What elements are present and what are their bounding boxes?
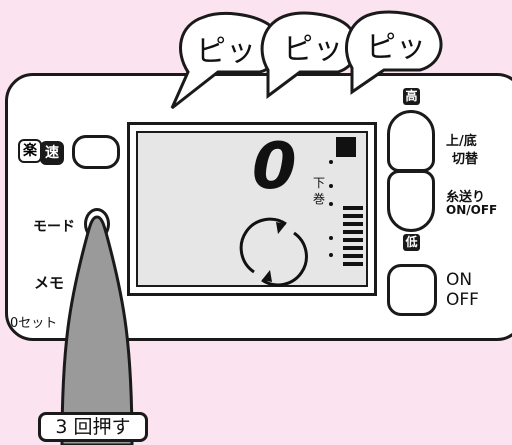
speed-button[interactable]: [72, 135, 120, 169]
on-label: ON: [446, 270, 473, 290]
thread-feed-label-2: ON/OFF: [446, 203, 498, 217]
lcd-side-label-2: 巻: [313, 192, 326, 206]
speed-icon-b: 速: [40, 141, 64, 165]
speed-icon: 楽 速: [18, 139, 66, 165]
off-label: OFF: [446, 290, 479, 310]
low-badge: 低: [403, 234, 420, 251]
lcd-black-square: [336, 137, 356, 157]
thread-feed-label-1: 糸送り: [446, 190, 486, 205]
lcd-screen: [136, 131, 368, 287]
press-count-caption: 3 回押す: [38, 412, 148, 442]
callout-text-2: ピッ: [283, 32, 343, 67]
lcd-side-label-1: 下: [313, 176, 326, 190]
upper-lower-label-1: 上/底: [446, 134, 477, 149]
pen-icon: [60, 215, 134, 445]
callout-text-3: ピッ: [366, 30, 426, 65]
lcd-digit: 0: [252, 130, 297, 204]
thread-feed-button[interactable]: [387, 170, 435, 232]
upper-lower-switch-button[interactable]: [387, 110, 435, 172]
memo-label: メモ: [34, 274, 65, 292]
lcd-level-bars: [343, 206, 363, 266]
upper-lower-label-2: 切替: [452, 152, 479, 167]
callout-text-1: ピッ: [196, 34, 256, 69]
zero-set-label: 0セット: [10, 316, 58, 331]
high-badge: 高: [403, 88, 420, 105]
callout-bubble-3: [345, 10, 443, 95]
mode-label: モード: [33, 219, 75, 235]
rotation-icon: [239, 217, 308, 287]
on-off-button[interactable]: [387, 264, 437, 316]
